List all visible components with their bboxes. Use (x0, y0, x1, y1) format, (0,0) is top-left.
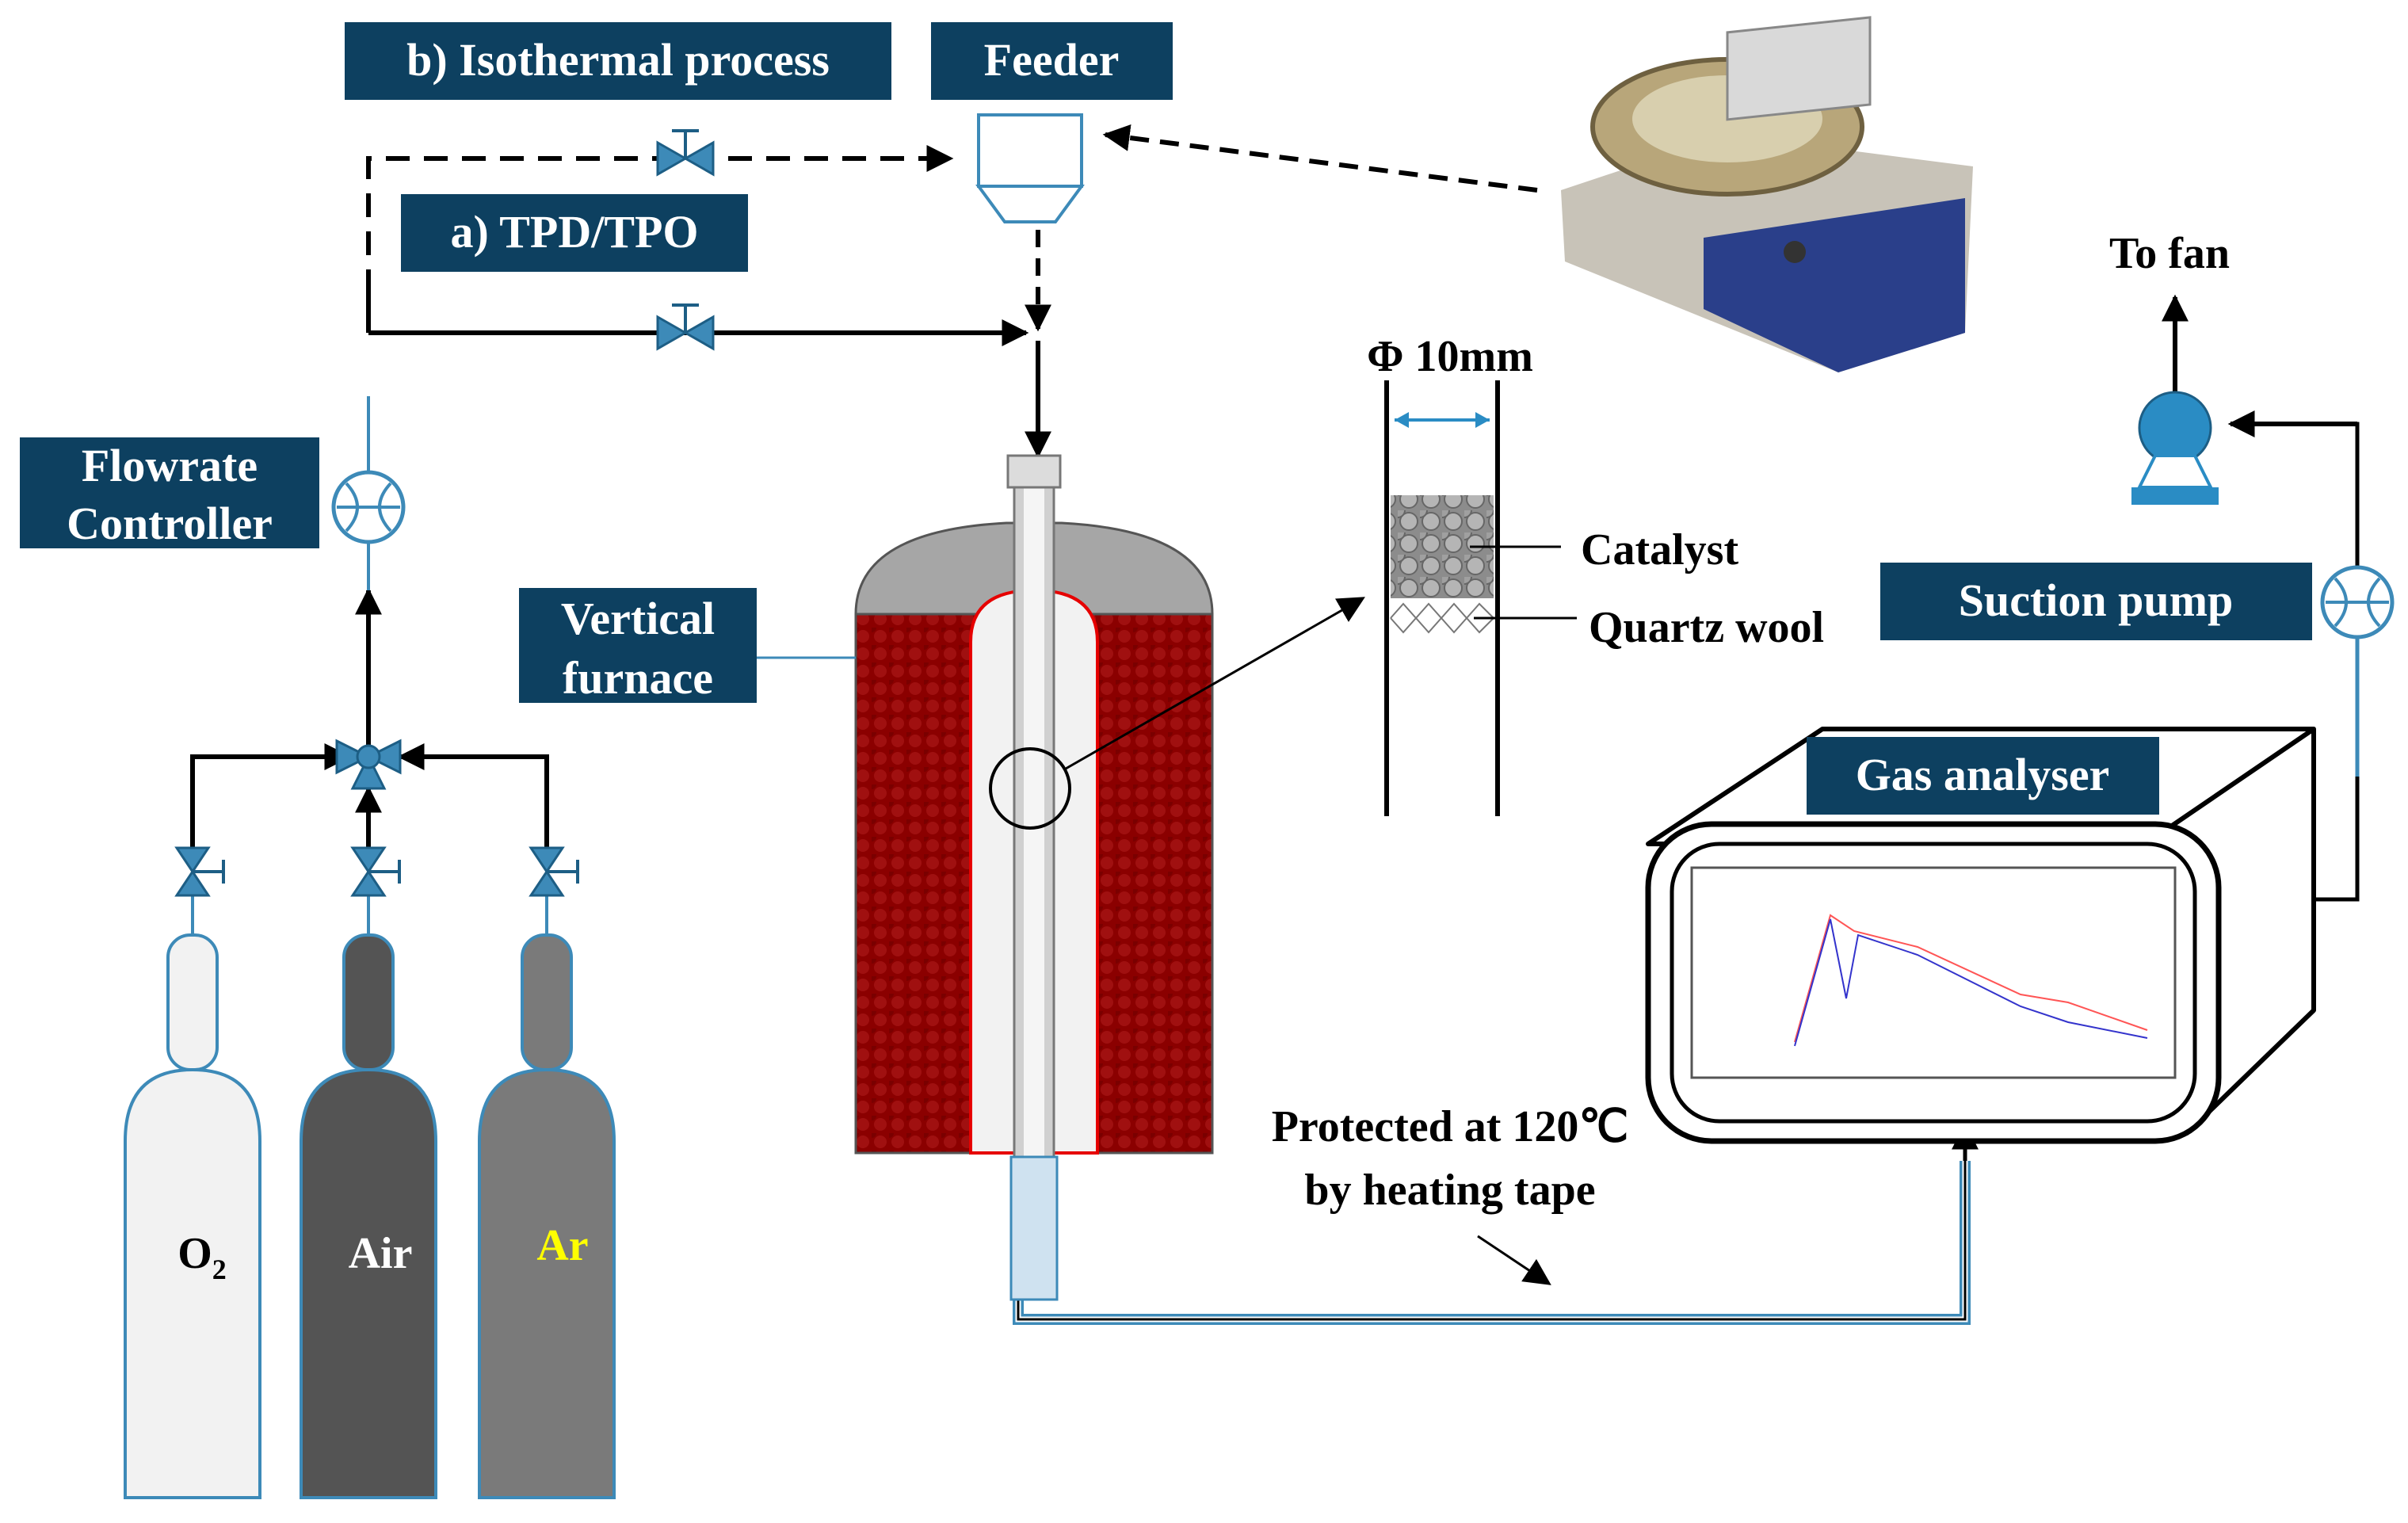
svg-text:Suction pump: Suction pump (1959, 574, 2234, 626)
label-gas-analyser: Gas analyser (1807, 737, 2159, 815)
three-way-valve (335, 739, 402, 790)
cylinder-o2-label: O2 (177, 1229, 227, 1285)
label-heating-line1: Protected at 120℃ (1272, 1102, 1629, 1151)
label-isothermal: b) Isothermal process (345, 22, 891, 100)
photo-to-feeder-line (1102, 124, 1538, 193)
reactor-detail (1384, 380, 1577, 816)
isothermal-line (366, 145, 954, 293)
cylinder-o2: O2 (124, 933, 261, 1499)
blue-pipes (191, 396, 2360, 1325)
svg-text:Feeder: Feeder (984, 34, 1120, 86)
label-catalyst: Catalyst (1581, 525, 1738, 574)
label-flowrate-controller: Flowrate Controller (20, 437, 319, 549)
svg-text:Controller: Controller (67, 498, 273, 549)
svg-text:Gas analyser: Gas analyser (1856, 749, 2110, 800)
flowrate-meter-icon (331, 470, 406, 544)
label-vertical-furnace: Vertical furnace (519, 588, 757, 704)
analyser-screen (1690, 866, 2177, 1079)
valve-isothermal (656, 129, 715, 177)
label-feeder: Feeder (931, 22, 1173, 100)
label-to-fan: To fan (2109, 229, 2230, 278)
vertical-furnace (854, 454, 1365, 1301)
svg-text:a) TPD/TPO: a) TPD/TPO (450, 206, 698, 258)
pump-flowmeter-icon (2320, 565, 2395, 639)
gas-analyser (1645, 727, 2316, 1144)
svg-text:b) Isothermal process: b) Isothermal process (406, 34, 830, 86)
feeder-hopper-icon (975, 113, 1085, 223)
cylinder-air: Air (300, 933, 437, 1499)
svg-text:Vertical: Vertical (561, 593, 715, 644)
label-suction-pump: Suction pump (1880, 563, 2312, 640)
cylinder-valves (174, 846, 579, 897)
suction-pump-icon (2131, 391, 2219, 505)
label-tpd: a) TPD/TPO (401, 194, 748, 272)
svg-text:furnace: furnace (563, 652, 713, 704)
valve-tpd (656, 303, 715, 351)
cylinder-ar-label: Ar (536, 1221, 588, 1270)
cylinder-air-label: Air (349, 1229, 413, 1278)
quartz-wool (1390, 602, 1494, 634)
label-quartz-wool: Quartz wool (1589, 603, 1824, 652)
svg-text:Flowrate: Flowrate (82, 440, 258, 491)
label-diameter: Φ 10mm (1367, 332, 1533, 381)
label-heating-line2: by heating tape (1304, 1166, 1595, 1215)
cylinder-ar: Ar (478, 933, 616, 1499)
feeder-photo (1561, 16, 1973, 372)
